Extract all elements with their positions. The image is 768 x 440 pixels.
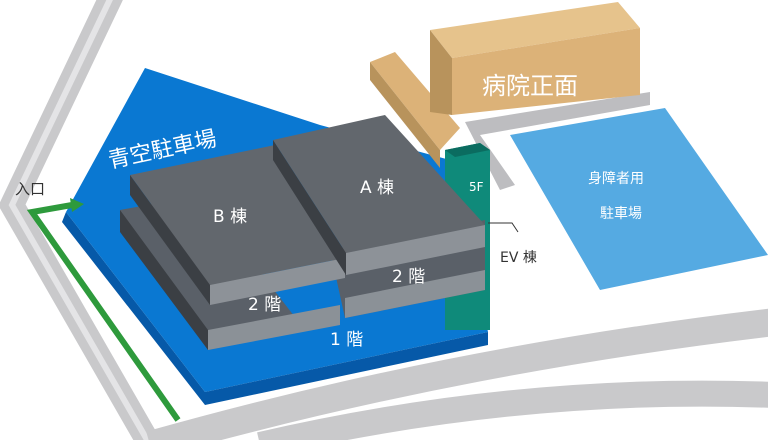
hospital-building [370, 2, 640, 168]
building-a [273, 115, 485, 275]
floor-2-b-label: 2 階 [248, 295, 281, 315]
ev-building-label: EV 棟 [500, 250, 537, 266]
building-a-label: A 棟 [360, 178, 394, 198]
accessible-parking-lot [510, 108, 768, 290]
floor-1-label: 1 階 [330, 330, 363, 350]
ev-leader-line [488, 222, 519, 233]
entrance-label: 入口 [15, 180, 45, 198]
accessible-parking-label-1: 身障者用 [588, 171, 644, 187]
building-b-label: B 棟 [213, 207, 247, 227]
arrow-head-icon [70, 198, 84, 212]
accessible-parking-label-2: 駐車場 [600, 205, 642, 222]
hospital-front-label: 病院正面 [482, 72, 578, 100]
floor-2-a-label: 2 階 [392, 267, 425, 287]
entrance-route-arrow [26, 202, 181, 422]
ev-floor-label: 5F [469, 180, 484, 194]
